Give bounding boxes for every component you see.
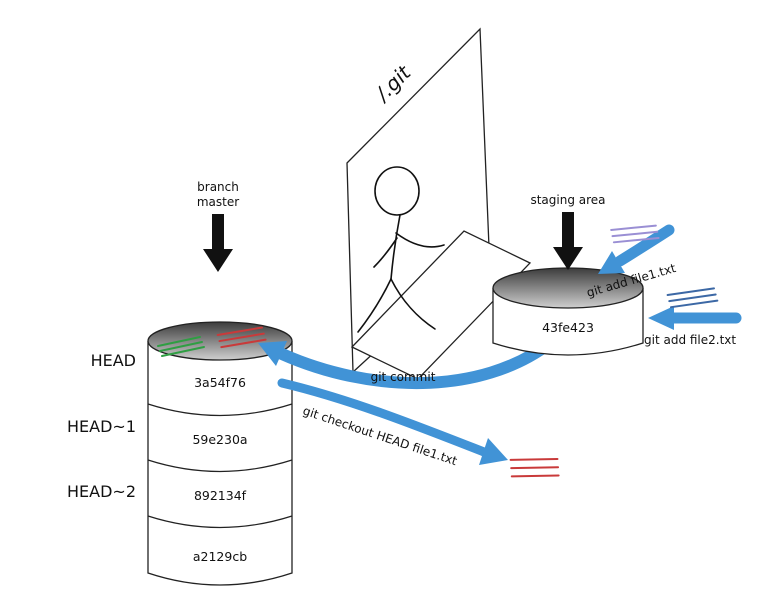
git-add-file1-shaft	[614, 224, 675, 267]
file-mark-blue	[666, 287, 719, 309]
file-mark-green	[157, 336, 205, 357]
worksheet-plane	[350, 230, 532, 380]
head1-label: HEAD~1	[67, 417, 136, 436]
stick-figure-body	[390, 214, 401, 280]
head-label: HEAD	[91, 351, 136, 370]
git-add-file1-head	[598, 251, 625, 274]
branch-master-pointer: branch master	[197, 180, 239, 272]
repository-divider-3	[147, 515, 293, 529]
git-commit-arrow	[258, 337, 556, 389]
head-labels: HEAD HEAD~1 HEAD~2	[67, 351, 136, 501]
commit-hash-0: 3a54f76	[194, 375, 246, 390]
git-commit-label: git commit	[371, 370, 436, 384]
git-commit-arrow-shaft	[276, 337, 556, 389]
repository-divider-2	[147, 459, 293, 473]
stick-figure-leg-right	[390, 278, 436, 330]
stick-figure-arm-right	[395, 232, 445, 248]
commit-hash-3: a2129cb	[193, 549, 247, 564]
staging-down-arrow	[553, 212, 583, 270]
stick-figure-leg-left	[357, 278, 392, 333]
commit-hash-1: 59e230a	[192, 432, 247, 447]
git-add-file2-label: git add file2.txt	[644, 333, 736, 347]
stick-figure	[357, 166, 445, 333]
stick-figure-head	[374, 166, 420, 216]
git-add-file2-head	[648, 306, 674, 330]
staging-area-pointer: staging area	[530, 193, 606, 270]
git-checkout-arrow	[277, 378, 508, 465]
repository-body	[147, 341, 293, 586]
repository-cylinder: 3a54f76 59e230a 892134f a2129cb	[147, 321, 293, 586]
git-add-file1-arrow	[598, 224, 675, 274]
git-checkout-head	[479, 438, 508, 465]
file-mark-red-checkout	[509, 458, 560, 478]
commit-hash-2: 892134f	[194, 488, 247, 503]
head2-label: HEAD~2	[67, 482, 136, 501]
stick-figure-arm-left	[373, 237, 398, 268]
git-checkout-shaft	[277, 378, 489, 457]
staging-cylinder: 43fe423	[492, 267, 644, 356]
staging-commit-hash: 43fe423	[542, 320, 594, 335]
branch-down-arrow	[203, 214, 233, 272]
worksheet-shape	[350, 230, 532, 380]
branch-label-line1: branch	[197, 180, 239, 194]
git-commit-arrow-head	[258, 341, 287, 366]
staging-area-label: staging area	[530, 193, 605, 207]
git-add-file2-arrow	[648, 306, 742, 330]
file-mark-red-staged	[216, 326, 267, 349]
branch-label-line2: master	[197, 195, 239, 209]
repository-divider-1	[147, 403, 293, 417]
file-mark-purple	[610, 224, 660, 244]
